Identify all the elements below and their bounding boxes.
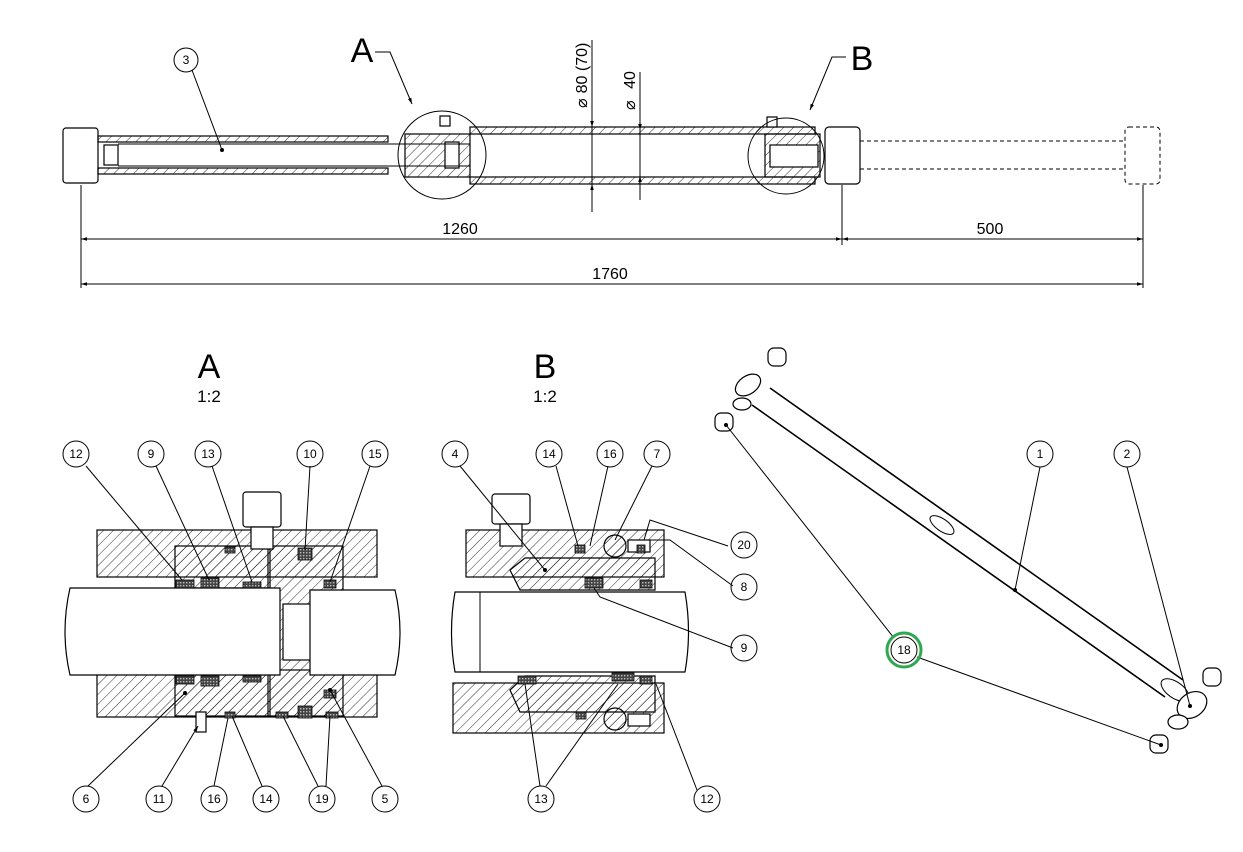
detail-a-tag: A xyxy=(351,32,374,70)
callout-a-19: 19 xyxy=(315,792,329,806)
detail-b-tag: B xyxy=(851,40,874,78)
detail-b-scale: 1:2 xyxy=(533,387,557,406)
callout-a-14: 14 xyxy=(259,792,273,806)
callout-a-15: 15 xyxy=(368,447,382,461)
callout-b-13: 13 xyxy=(534,792,548,806)
callout-a-12: 12 xyxy=(69,447,83,461)
callout-b-14: 14 xyxy=(542,447,556,461)
dim-1760: 1760 xyxy=(592,266,628,283)
bore-diameter-label: 80 (70) xyxy=(574,43,591,94)
iso-callouts: 1 2 18 xyxy=(725,424,1191,746)
top-view-cylinder xyxy=(62,110,1161,200)
detail-b-title: B xyxy=(534,348,557,386)
callout-3: 3 xyxy=(173,47,224,152)
callout-18-highlight xyxy=(885,631,923,669)
bore-dimension: 80 (70) ⌀ xyxy=(574,40,594,212)
callout-b-9: 9 xyxy=(741,641,748,655)
callout-a-11: 11 xyxy=(153,792,166,806)
callout-a-9: 9 xyxy=(148,447,155,461)
detail-a-section xyxy=(64,491,401,733)
dim-500: 500 xyxy=(977,221,1004,238)
svg-text:⌀: ⌀ xyxy=(574,98,591,108)
callout-b-4: 4 xyxy=(452,447,459,461)
detail-a-leader: A xyxy=(351,32,413,105)
callout-3-label: 3 xyxy=(183,53,190,67)
detail-a-title: A xyxy=(198,348,221,386)
callout-a-6: 6 xyxy=(83,792,90,806)
detail-b-section xyxy=(450,493,690,734)
dim-1260: 1260 xyxy=(442,221,478,238)
callout-a-16: 16 xyxy=(207,792,221,806)
rod-dimension: 40 ⌀ xyxy=(622,71,642,200)
callout-iso-18: 18 xyxy=(897,643,911,657)
callout-b-20: 20 xyxy=(737,538,751,552)
callout-b-12: 12 xyxy=(700,792,714,806)
length-dimensions: 1260 500 1760 xyxy=(80,185,1144,288)
detail-b-callouts: 4 14 16 7 20 8 9 12 13 xyxy=(441,440,758,813)
callout-b-16: 16 xyxy=(603,447,617,461)
detail-b-leader: B xyxy=(809,40,874,111)
callout-b-7: 7 xyxy=(654,447,661,461)
detail-a-circle xyxy=(397,110,487,200)
callout-iso-1: 1 xyxy=(1037,447,1044,461)
svg-text:⌀: ⌀ xyxy=(622,100,639,110)
callout-iso-2: 2 xyxy=(1124,447,1131,461)
callout-a-13: 13 xyxy=(201,447,215,461)
callout-b-8: 8 xyxy=(741,580,748,594)
detail-a-scale: 1:2 xyxy=(197,387,221,406)
detail-a-callouts: 12 9 13 10 15 6 11 16 14 19 5 xyxy=(62,440,399,813)
iso-view-cylinder xyxy=(714,347,1222,754)
callout-a-5: 5 xyxy=(382,792,389,806)
detail-b-circle xyxy=(747,117,825,195)
callout-a-10: 10 xyxy=(303,447,317,461)
rod-diameter-label: 40 xyxy=(622,71,639,89)
